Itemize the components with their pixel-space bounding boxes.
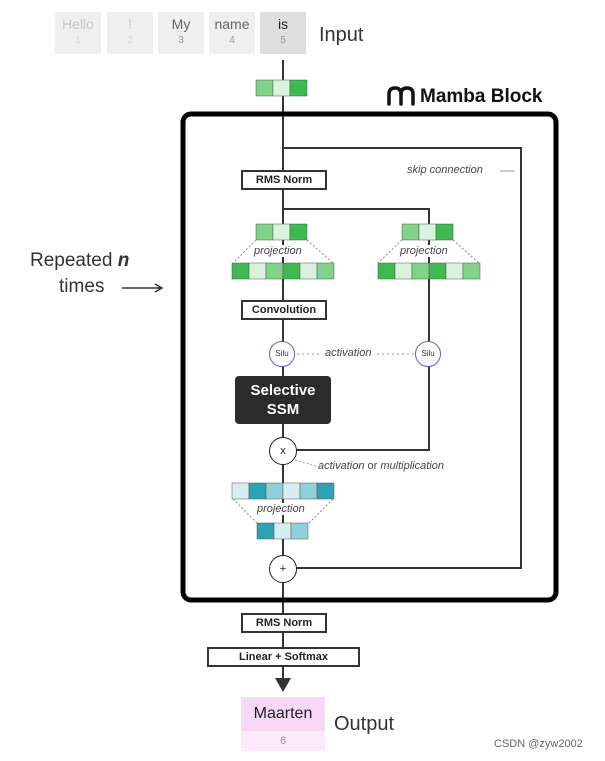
input-token-1: Hello 1 [55,12,101,54]
output-word: Maarten [241,697,325,731]
silu-left: Silu [269,341,295,367]
output-label: Output [334,713,395,735]
output-projection [231,482,335,540]
rms-norm-block: RMS Norm [241,170,327,190]
selective-ssm-block: Selective SSM [235,376,331,424]
input-label: Input [319,24,364,46]
convolution-block: Convolution [241,300,327,320]
output-index: 6 [279,735,287,747]
left-projection-label: projection [252,245,304,257]
input-token-2: ! 2 [107,12,153,54]
linear-softmax-head: Linear + Softmax [207,647,360,667]
silu-right: Silu [415,341,441,367]
output-token: Maarten 6 [241,697,325,751]
repeated-arrow-head [154,283,164,293]
mamba-block-title: Mamba Block [420,86,543,107]
left-projection [231,223,335,280]
multiply-op: x [269,437,297,465]
gate-branch-line [283,208,430,451]
mamba-logo-icon [387,86,415,106]
skip-connection-line [283,147,522,569]
repeated-label: Repeated n [30,250,130,271]
input-token-5: is 5 [260,12,306,54]
skip-connection-label: skip connection [407,164,483,176]
times-label: times [59,276,105,297]
activation-label: activation [322,347,375,359]
watermark: CSDN @zyw2002 [494,738,583,750]
input-embedding [255,79,308,97]
activation-or-multiplication-label: activation or multiplication [318,460,444,472]
add-op: + [269,555,297,583]
right-projection [377,223,481,280]
rms-norm-head: RMS Norm [241,613,327,633]
input-token-4: name 4 [209,12,255,54]
right-projection-label: projection [398,245,450,257]
output-arrowhead [275,678,291,692]
output-projection-label: projection [255,503,307,515]
mamba-block-frame [180,111,559,603]
op-connector [294,459,317,467]
input-token-3: My 3 [158,12,204,54]
